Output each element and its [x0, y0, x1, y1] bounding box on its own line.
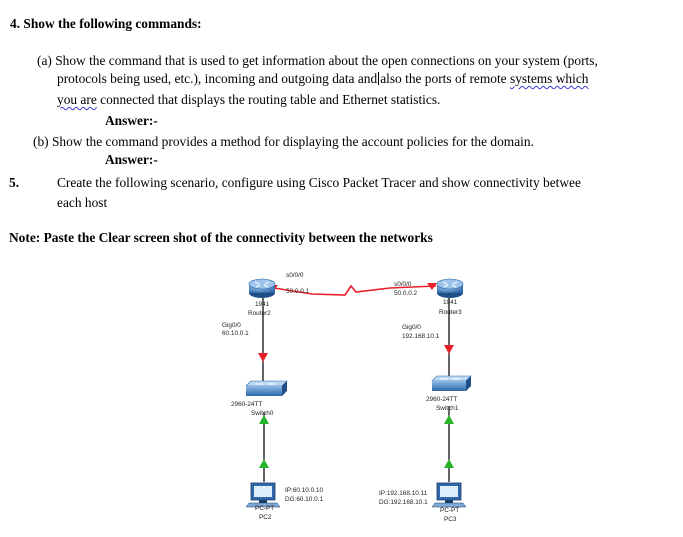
q4a-line2-squig: systems which [509, 71, 589, 86]
switch0-icon [245, 380, 288, 396]
router3-serial-if: s0/0/0 [394, 281, 412, 288]
router3-gig-ip: 192.168.10.1 [402, 333, 440, 340]
link-status-down-icon [427, 283, 437, 290]
q4a-line1: (a) Show the command that is used to get… [37, 53, 598, 68]
pc2-dg: DG:60.10.0.1 [285, 496, 324, 503]
router3-icon [436, 278, 464, 298]
link-router2-switch0 [258, 298, 268, 385]
link-status-up-icon [259, 459, 269, 468]
q4a-line2-pre: protocols being used, etc.), incoming an… [57, 71, 378, 86]
q4a-line2-mid: also the ports of remote [380, 71, 507, 86]
pc3-dg: DG:192.168.10.1 [379, 499, 428, 506]
q5-number: 5. [9, 175, 20, 190]
switch0-model: 2960-24TT [231, 401, 263, 408]
pc2-icon [245, 482, 281, 508]
text-cursor [378, 72, 380, 85]
switch1-model: 2960-24TT [426, 396, 458, 403]
link-switch0-pc2 [259, 412, 269, 482]
pc3-ip: IP:192.168.10.11 [379, 490, 428, 497]
link-status-up-icon [259, 415, 269, 424]
q5-line1: Create the following scenario, configure… [57, 175, 581, 190]
q4b-line1: (b) Show the command provides a method f… [33, 134, 534, 149]
switch1-icon [431, 375, 472, 391]
router3-gig-if: Gig0/0 [402, 324, 421, 331]
link-status-down-icon [444, 345, 454, 354]
router2-gig-if: Gig0/0 [222, 322, 241, 329]
pc3-icon [431, 482, 467, 508]
note: Note: Paste the Clear screen shot of the… [9, 230, 433, 245]
router2-icon [248, 278, 276, 298]
link-router3-switch1 [444, 298, 454, 380]
router3-model: 1941 [443, 299, 458, 306]
q4a-line2: protocols being used, etc.), incoming an… [57, 71, 588, 87]
pc3-name: PC3 [444, 516, 457, 523]
router3-name: Router3 [439, 309, 462, 316]
pc3-type: PC-PT [440, 507, 460, 514]
router2-serial-if: s0/0/0 [286, 272, 304, 279]
q4a-line3-post: connected that displays the routing tabl… [96, 92, 441, 107]
pc2-name: PC2 [259, 514, 272, 521]
router2-name: Router2 [248, 310, 271, 317]
switch0-name: Switch0 [251, 410, 274, 417]
q4a-answer: Answer:- [105, 113, 158, 128]
link-status-up-icon [444, 415, 454, 424]
q4-heading: 4. Show the following commands: [10, 16, 202, 31]
router3-serial-ip: 50.0.0.2 [394, 290, 418, 297]
switch1-name: Switch1 [436, 405, 459, 412]
link-status-up-icon [444, 459, 454, 468]
q4a-line3-squig: you are [57, 92, 97, 107]
pc2-type: PC-PT [255, 505, 275, 512]
q4a-line3: you are connected that displays the rout… [57, 92, 440, 108]
router2-gig-ip: 60.10.0.1 [222, 330, 249, 337]
router2-serial-ip: 50.0.0.1 [286, 288, 310, 295]
pc2-ip: IP:60.10.0.10 [285, 487, 324, 494]
q4b-answer: Answer:- [105, 152, 158, 167]
link-status-down-icon [258, 353, 268, 362]
link-switch1-pc3 [444, 406, 454, 482]
router2-model: 1941 [255, 301, 270, 308]
q5-line2: each host [57, 195, 108, 210]
